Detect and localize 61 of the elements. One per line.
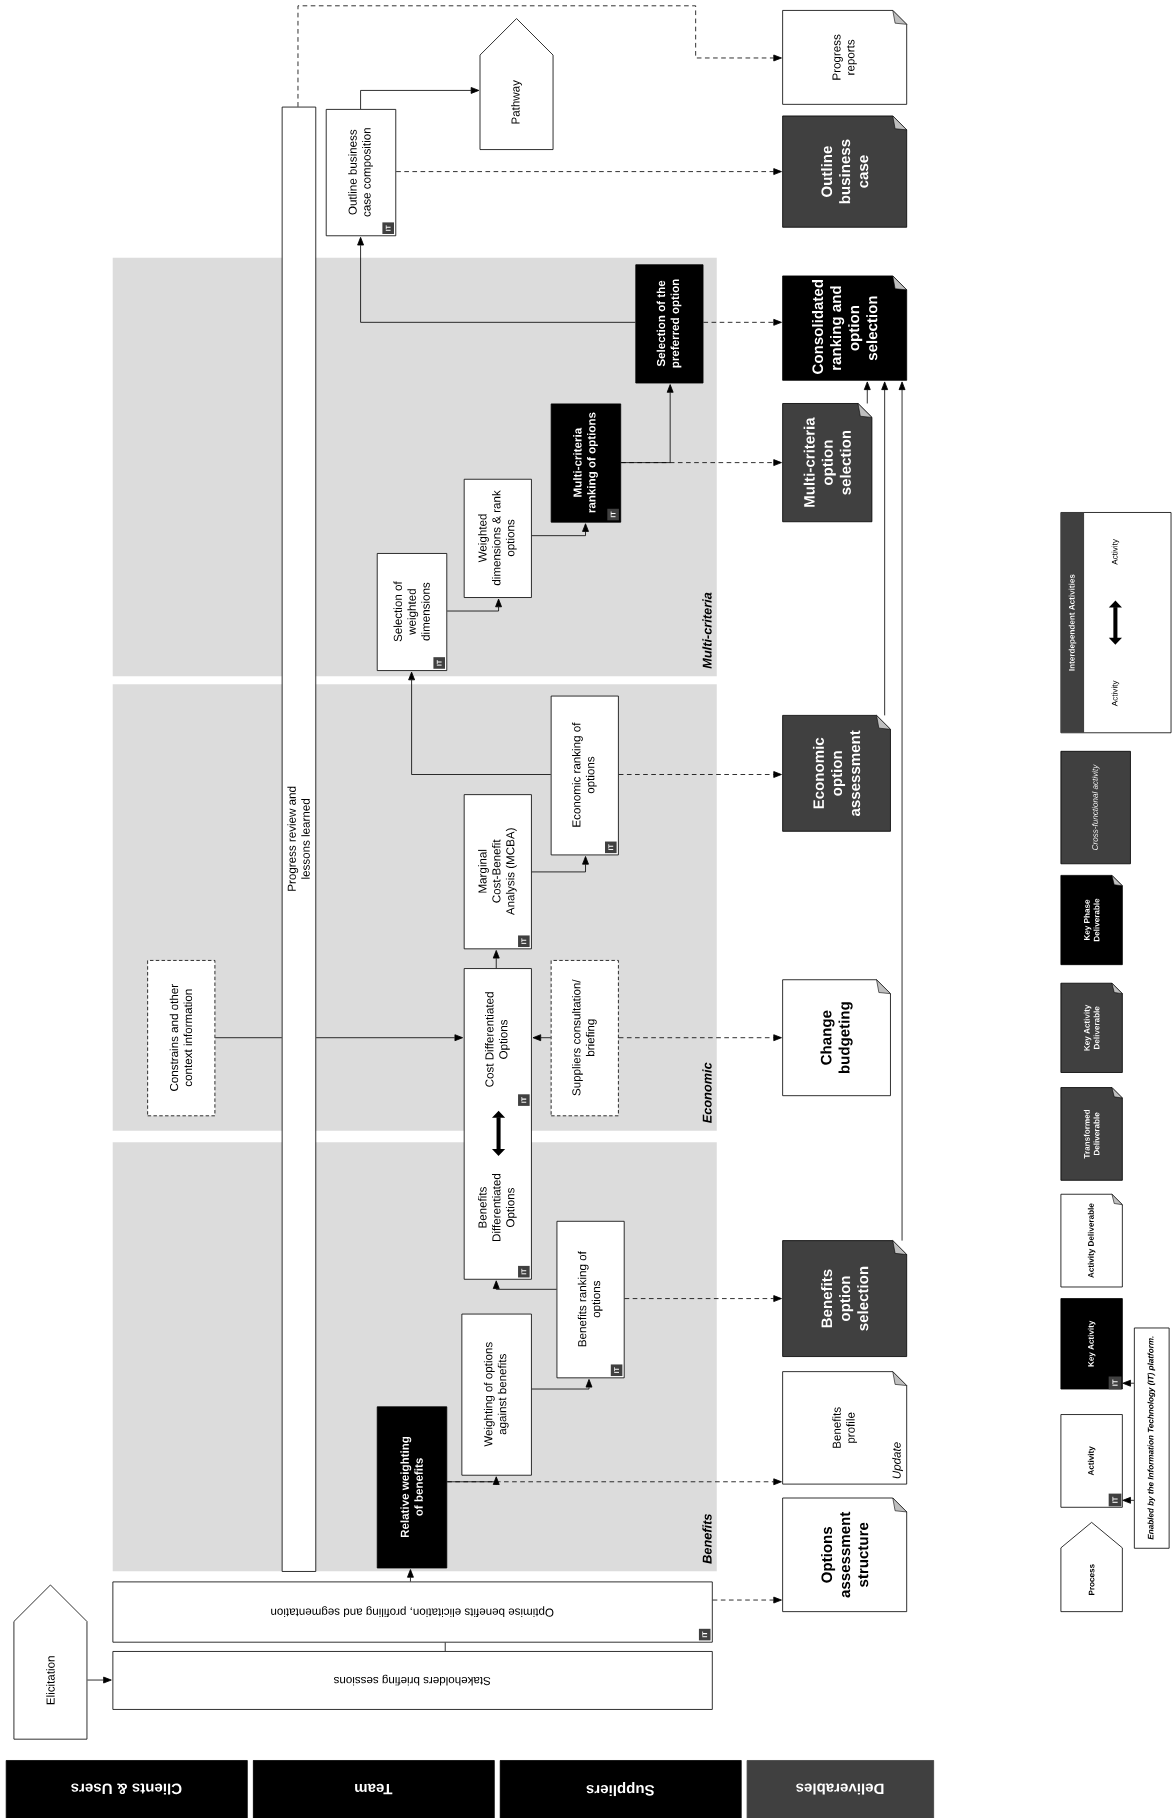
deliverable-document: Benefits option selection: [782, 1240, 908, 1357]
dashed-arrow: [618, 771, 783, 778]
dashed-arrow: [618, 1034, 783, 1042]
context-box: Constrains and other context information: [147, 960, 216, 1117]
arrow: [357, 236, 637, 323]
deliverable-document: Multi-criteria option selection: [782, 403, 873, 523]
dashed-arrow: [712, 1596, 783, 1604]
arrow: [360, 87, 480, 110]
activity-label: Activity: [1111, 539, 1120, 565]
note-box: Enabled by the Information Technology (IT) platform.: [1134, 1327, 1170, 1549]
arrow: [493, 950, 500, 969]
activity-box: Progress review and lessons learned: [282, 106, 317, 1572]
arrow: [1122, 1379, 1135, 1387]
legend-key: Process: [1060, 1521, 1123, 1613]
activity-box: Weighted dimensions & rank options: [464, 478, 533, 598]
deliverable-document: Economic option assessment: [782, 714, 892, 832]
arrow: [316, 1034, 464, 1042]
dashed-arrow: [297, 5, 783, 108]
arrow: [531, 523, 590, 537]
lane-header: Deliverables: [746, 1760, 935, 1818]
key-activity-box: Relative weighting of benefits: [377, 1406, 448, 1569]
node-label: Cost Differentiated Options: [485, 992, 510, 1087]
arrow: [881, 381, 889, 716]
arrow: [493, 1280, 558, 1290]
arrow: [87, 1676, 112, 1684]
arrow: [532, 1034, 552, 1042]
deliverable-document: Change budgeting: [782, 979, 892, 1097]
arrow: [1122, 1496, 1135, 1504]
lane-header: Suppliers: [499, 1760, 742, 1818]
arrow: [864, 381, 871, 404]
legend-key: Activity Deliverable: [1060, 1193, 1123, 1288]
dashed-arrow: [703, 318, 783, 326]
key-activity-box: Selection of the preferred option: [635, 264, 704, 384]
deliverable-document: Options assessment structure: [782, 1497, 908, 1613]
deliverable-document: Outline business case: [782, 115, 908, 228]
activity-box: Weighting of options against benefits: [461, 1313, 533, 1476]
arrow: [531, 1379, 593, 1390]
arrow: [898, 381, 906, 1242]
lane-header: Clients & Users: [6, 1760, 248, 1818]
activity-label: Activity: [1111, 680, 1120, 707]
connector-line: [215, 1037, 283, 1039]
context-box: Suppliers consultation/ briefing: [550, 960, 620, 1117]
legend-key: Transformed Deliverable: [1060, 1087, 1123, 1181]
deliverable-document: Consolidated ranking and option selection: [782, 275, 908, 381]
legend-key: Key Phase Deliverable: [1060, 875, 1123, 966]
dashed-arrow: [447, 1478, 783, 1486]
deliverable-document: Progress reports: [782, 10, 908, 105]
dashed-arrow: [620, 459, 783, 467]
activity-box: Stakeholders briefing sessions: [112, 1651, 713, 1710]
node-label: Benefits Differentiated Options: [478, 1173, 517, 1241]
connector-line: [445, 1642, 446, 1652]
arrow: [531, 856, 590, 873]
dashed-arrow: [396, 168, 783, 175]
dashed-arrow: [624, 1295, 783, 1302]
arrow: [408, 671, 552, 775]
arrow: [447, 598, 503, 612]
legend-key: Cross-functional activity: [1060, 750, 1132, 865]
deliverable-document: Benefits profile Update: [782, 1371, 908, 1485]
arrow: [407, 1569, 415, 1582]
lane-header: Team: [253, 1760, 495, 1818]
legend-key: Key Activity Deliverable: [1060, 982, 1123, 1073]
